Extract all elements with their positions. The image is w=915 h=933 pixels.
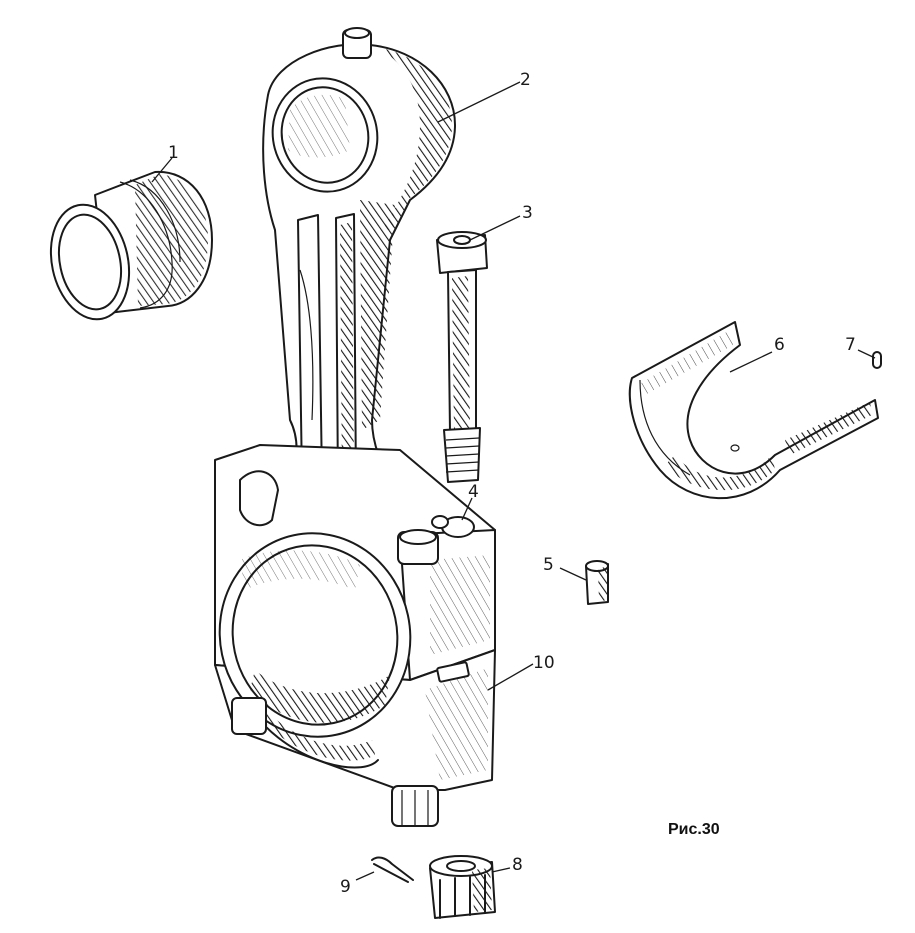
dowel-pin-part: [585, 560, 609, 605]
connecting-rod-body: [262, 27, 456, 541]
bolt-part: [436, 231, 488, 483]
bushing-part: [49, 170, 213, 321]
connecting-rod-big-end: [214, 444, 496, 827]
leader-lines: [151, 81, 876, 881]
part-label-9: 9: [340, 877, 351, 897]
part-label-7: 7: [845, 335, 856, 355]
part-label-6: 6: [774, 335, 785, 355]
cotter-pin-part: [371, 856, 414, 883]
part-label-4: 4: [468, 482, 479, 502]
part-label-8: 8: [512, 855, 523, 875]
small-pin-part: [872, 351, 882, 369]
castle-nut-part: [429, 855, 496, 919]
part-label-2: 2: [520, 70, 531, 90]
part-label-3: 3: [522, 203, 533, 223]
bearing-shell-part: [628, 321, 879, 500]
part-label-10: 10: [533, 653, 555, 673]
part-labels: 1 2 3 4 5 6 7 8 9 10: [168, 70, 856, 897]
figure-caption: Рис.30: [668, 821, 720, 838]
part-label-5: 5: [543, 555, 554, 575]
part-label-1: 1: [168, 143, 179, 163]
